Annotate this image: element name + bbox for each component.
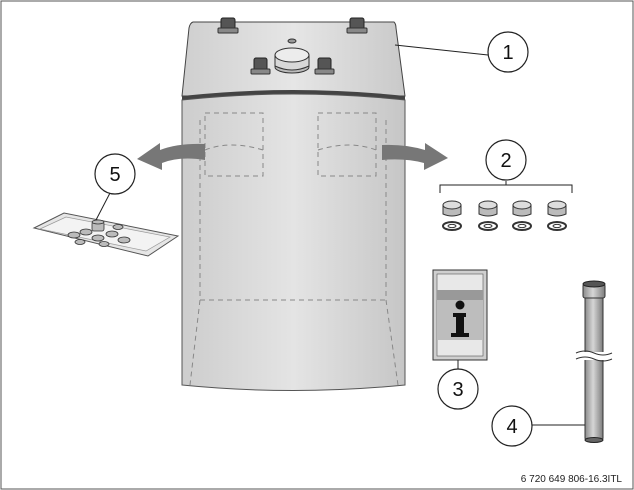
- arrow-left: [137, 143, 205, 170]
- bag-contents: [67, 219, 131, 247]
- arrow-right: [382, 143, 448, 170]
- top-connector-left: [217, 17, 239, 34]
- top-connector-front-left: [250, 57, 271, 75]
- nut-2: [478, 200, 498, 231]
- callout-1: 1: [487, 31, 529, 73]
- callout-label-4: 4: [506, 416, 517, 438]
- nuts-and-seals: [439, 181, 573, 231]
- callout-3: 3: [437, 368, 479, 410]
- nut-4: [547, 200, 567, 231]
- top-connector-right: [346, 17, 368, 34]
- nut-1: [442, 200, 462, 231]
- boiler-unit: [181, 17, 489, 391]
- fittings-bag: [32, 192, 180, 257]
- leader-line-5: [95, 192, 111, 221]
- callout-5: 5: [94, 153, 136, 195]
- callout-4: 4: [491, 405, 533, 447]
- callout-label-2: 2: [500, 150, 511, 172]
- callout-label-5: 5: [109, 164, 120, 186]
- nut-3: [512, 200, 532, 231]
- info-icon: [451, 300, 469, 337]
- installation-manual: [432, 269, 488, 369]
- callout-2: 2: [485, 139, 527, 181]
- pipe-part: [530, 280, 613, 443]
- callout-label-1: 1: [502, 42, 513, 64]
- leader-line-1: [394, 44, 489, 56]
- callout-label-3: 3: [452, 379, 463, 401]
- figure-code: 6 720 649 806-16.3ITL: [521, 474, 623, 485]
- top-central-dome: [274, 38, 310, 74]
- top-connector-front-right: [314, 57, 335, 75]
